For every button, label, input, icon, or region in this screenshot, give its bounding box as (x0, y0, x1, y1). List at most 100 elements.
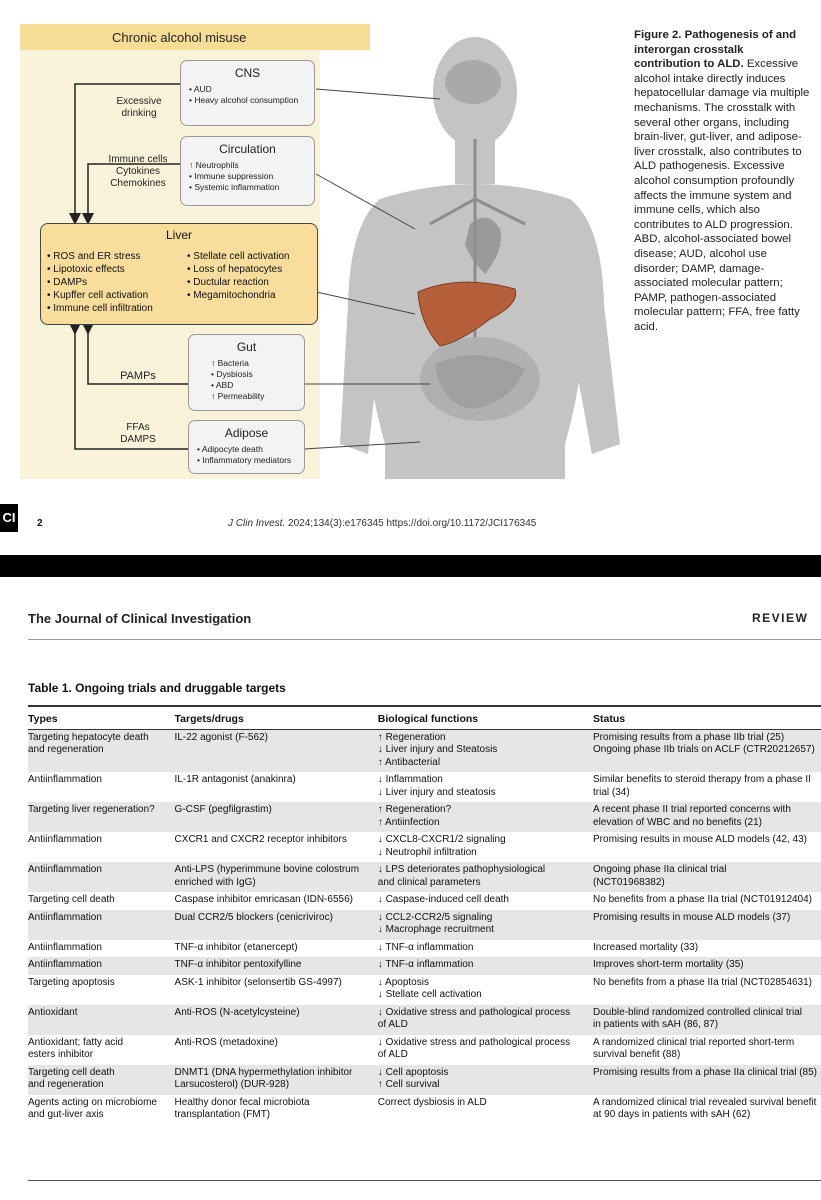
target-cell-line: transplantation (FMT) (174, 1109, 271, 1120)
liver-box: Liver • ROS and ER stress • Lipotoxic ef… (40, 223, 318, 325)
status-cell: Promising results in mouse ALD models (4… (593, 832, 821, 862)
citation-journal: J Clin Invest. (228, 518, 286, 529)
status-cell-line: Ongoing phase IIa clinical trial (593, 864, 727, 875)
target-cell-line: Anti-LPS (hyperimmune bovine colostrum (174, 864, 360, 875)
liver-organ-graphic (417, 281, 517, 347)
journal-mark: CI (0, 504, 18, 532)
label-chemokines: Chemokines (110, 178, 166, 189)
status-cell: Ongoing phase IIa clinical trial(NCT0196… (593, 862, 821, 892)
type-cell: Targeting liver regeneration? (28, 802, 175, 832)
status-cell: Increased mortality (33) (593, 940, 821, 958)
liver-item: • Megamitochondria (187, 290, 276, 301)
cns-item: • AUD (189, 84, 212, 94)
target-cell: ASK-1 inhibitor (selonsertib GS-4997) (175, 975, 378, 1005)
citation-doi[interactable]: 2024;134(3):e176345 https://doi.org/10.1… (285, 518, 537, 529)
liver-item: • Loss of hepatocytes (187, 264, 283, 275)
circulation-item: • Immune suppression (189, 171, 274, 181)
body-silhouette (320, 24, 628, 479)
page-number: 2 (37, 518, 43, 529)
cns-list: • AUD • Heavy alcohol consumption (181, 84, 314, 106)
type-cell: Antiinflammation (28, 957, 175, 975)
type-cell: Antiinflammation (28, 909, 175, 940)
type-cell-line: Antiinflammation (28, 774, 102, 785)
target-cell: G-CSF (pegfilgrastim) (174, 802, 378, 832)
status-cell: Double-blind randomized controlled clini… (593, 1004, 821, 1035)
figure-2: Chronic alcohol misuse CNS • AUD • Hea (20, 24, 628, 479)
type-cell: Antiinflammation (28, 940, 175, 958)
figure-caption: Figure 2. Pathogenesis of and interorgan… (634, 28, 812, 334)
functions-cell-line: ↑ Antiinfection (377, 816, 440, 828)
functions-cell: ↓ TNF-α inflammation (378, 940, 593, 958)
status-cell-line: A recent phase II trial reported concern… (593, 804, 791, 815)
status-cell-line: Double-blind randomized controlled clini… (593, 1006, 803, 1018)
status-cell-line: Promising results in mouse ALD models (3… (593, 911, 791, 923)
target-cell-line: TNF-α inhibitor (etanercept) (174, 941, 298, 953)
liver-item: • Kupffer cell activation (47, 290, 149, 301)
type-cell-line: Antiinflammation (28, 864, 102, 875)
liver-right-list: • Stellate cell activation • Loss of hep… (187, 250, 289, 302)
target-cell: TNF-α inhibitor (etanercept) (175, 940, 378, 958)
circulation-box: Circulation ↑ Neutrophils • Immune suppr… (180, 136, 315, 206)
type-cell-line: Antiinflammation (28, 834, 102, 845)
cns-item: • Heavy alcohol consumption (189, 95, 299, 105)
table-top-rule (28, 705, 821, 707)
functions-cell-line: of ALD (377, 1019, 408, 1030)
label-drinking: drinking (121, 108, 157, 119)
functions-cell-line: ↑ Cell survival (377, 1079, 440, 1090)
functions-cell-line: ↓ Stellate cell activation (377, 989, 482, 1000)
status-cell-line: in patients with sAH (86, 87) (593, 1019, 719, 1030)
functions-cell-line: ↓ Oxidative stress and pathological proc… (377, 1036, 571, 1048)
functions-cell-line: ↓ Liver injury and Steatosis (377, 744, 498, 755)
functions-cell-line: ↑ Antibacterial (377, 756, 441, 768)
circulation-title: Circulation (219, 142, 276, 156)
status-cell: No benefits from a phase IIa trial (NCT0… (593, 892, 821, 910)
status-cell: Promising results from a phase IIb trial… (593, 729, 821, 772)
status-cell-line: Promising results from a phase IIa clini… (593, 1066, 817, 1078)
functions-cell-line: ↑ Regeneration (377, 731, 446, 743)
target-cell-line: Anti-ROS (N-acetylcysteine) (174, 1006, 300, 1018)
type-cell-line: Targeting apoptosis (28, 976, 115, 988)
status-cell: No benefits from a phase IIa trial (NCT0… (593, 975, 821, 1005)
liver-left-list: • ROS and ER stress • Lipotoxic effects … (47, 250, 153, 315)
functions-cell: Correct dysbiosis in ALD (378, 1095, 593, 1125)
adipose-box: Adipose • Adipocyte death • Inflammatory… (188, 420, 305, 474)
type-cell: Targeting cell death (28, 892, 175, 910)
functions-cell-line: Correct dysbiosis in ALD (377, 1096, 487, 1108)
liver-item: • DAMPs (47, 277, 88, 288)
functions-cell-line: ↑ Regeneration? (377, 804, 452, 815)
table-row: Antiinflammation Anti-LPS (hyperimmune bo… (28, 862, 821, 892)
type-cell: Antiinflammation (28, 832, 175, 862)
table-row: Antiinflammation CXCR1 and CXCR2 receptor… (28, 832, 821, 862)
type-cell-line: Targeting hepatocyte death (28, 731, 149, 743)
functions-cell-line: ↓ Inflammation (377, 774, 443, 785)
table-caption: Table 1. Ongoing trials and druggable ta… (28, 681, 286, 695)
header-rule (28, 639, 821, 640)
functions-cell-line: ↓ Liver injury and steatosis (377, 786, 496, 798)
target-cell: Anti-ROS (metadoxine) (175, 1035, 378, 1065)
target-cell: CXCR1 and CXCR2 receptor inhibitors (175, 832, 378, 862)
circulation-item: • Systemic inflammation (189, 182, 280, 192)
functions-cell-line: ↓ Apoptosis (377, 976, 429, 988)
functions-cell-line: ↓ Macrophage recruitment (377, 924, 494, 935)
status-cell-line: No benefits from a phase IIa trial (NCT0… (593, 894, 813, 905)
trials-table: Types Targets/drugs Biological functions… (28, 711, 821, 1125)
table-bottom-rule (28, 1180, 821, 1181)
target-cell-line: Healthy donor fecal microbiota (174, 1096, 310, 1108)
circulation-item: ↑ Neutrophils (189, 160, 239, 170)
figure-caption-title: Figure 2. Pathogenesis of and interorgan… (634, 29, 797, 71)
target-cell-line: Caspase inhibitor emricasan (IDN-6556) (174, 894, 353, 905)
status-cell: Promising results from a phase IIa clini… (593, 1064, 821, 1095)
type-cell-line: Targeting cell death (28, 894, 115, 905)
status-cell-line: A randomized clinical trial reported sho… (593, 1036, 795, 1048)
status-cell-line: Improves short-term mortality (35) (593, 959, 744, 970)
functions-cell-line: ↓ Neutrophil infiltration (377, 846, 477, 858)
status-cell-line: Increased mortality (33) (593, 941, 699, 953)
adipose-list: • Adipocyte death • Inflammatory mediato… (189, 444, 304, 466)
